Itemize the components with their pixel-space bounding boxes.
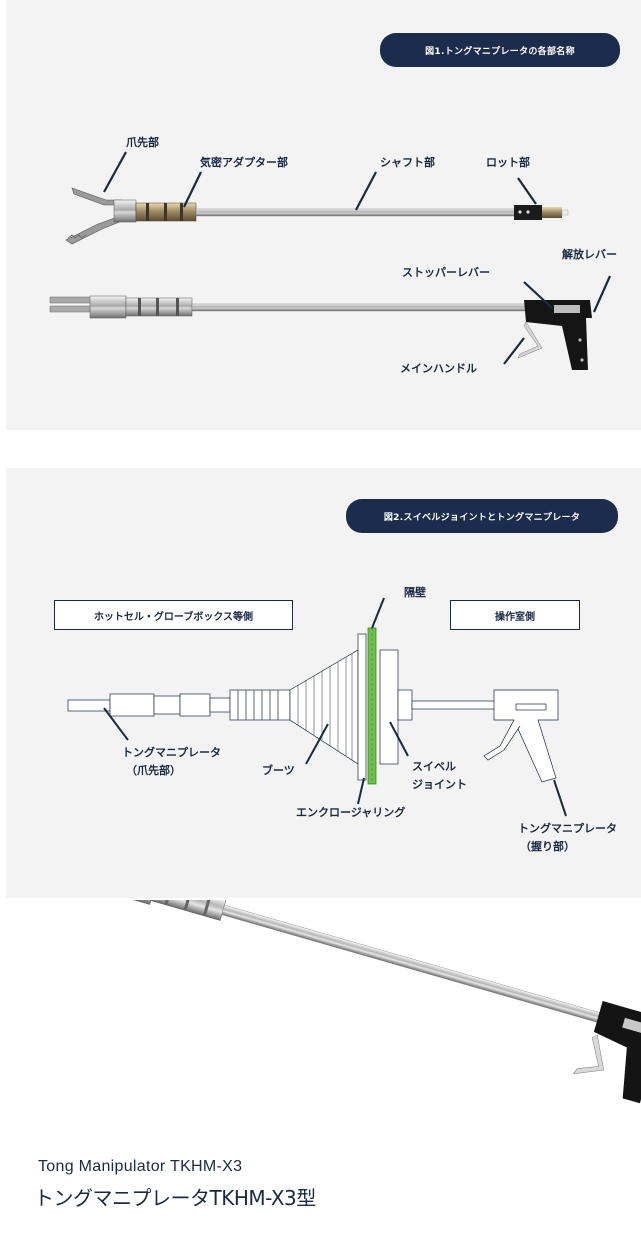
leader-swivel bbox=[389, 721, 409, 757]
tong-grip-shape bbox=[493, 689, 559, 783]
label-main-handle: メインハンドル bbox=[400, 362, 477, 375]
label-wall: 隔壁 bbox=[404, 585, 426, 599]
leader-claw bbox=[103, 151, 127, 193]
tong-upper-image bbox=[65, 187, 569, 245]
product-photo-panel bbox=[6, 900, 641, 1235]
figure2-panel: 図2.スイベルジョイントとトングマニプレータ ホットセル・グローブボックス等側 … bbox=[6, 468, 641, 898]
leader-handle bbox=[503, 337, 525, 365]
label-claw: 爪先部 bbox=[126, 135, 159, 149]
side-label-hot-cell: ホットセル・グローブボックス等側 bbox=[54, 600, 293, 630]
product-name-japanese: トングマニプレータTKHM-X3型 bbox=[34, 1186, 316, 1210]
label-tong-grip-line2: （握り部） bbox=[520, 839, 575, 853]
label-tong-tip-line1: トングマニプレータ bbox=[122, 745, 221, 759]
product-name-english: Tong Manipulator TKHM-X3 bbox=[38, 1158, 243, 1175]
leader-grip bbox=[553, 779, 567, 817]
leader-ring bbox=[357, 777, 365, 805]
label-stopper-lever: ストッパーレバー bbox=[402, 266, 490, 279]
leader-adapter bbox=[183, 171, 202, 208]
side-label-operation-room: 操作室側 bbox=[450, 600, 580, 630]
boots-shape bbox=[289, 649, 359, 765]
label-swivel-line2: ジョイント bbox=[412, 778, 467, 791]
leader-stopper bbox=[523, 281, 553, 309]
label-shaft: シャフト部 bbox=[380, 155, 435, 169]
leader-tong-tip bbox=[103, 707, 129, 741]
leader-release bbox=[592, 275, 612, 313]
label-boots: ブーツ bbox=[262, 763, 295, 777]
enclosure-ring-shape bbox=[357, 633, 367, 781]
leader-shaft bbox=[355, 171, 377, 211]
product-photo bbox=[122, 900, 641, 1104]
tong-tip-shape bbox=[67, 699, 111, 712]
label-tong-tip-line2: （爪先部） bbox=[126, 763, 181, 777]
figure1-illustration: 爪先部 気密アダプター部 シャフト部 ロット部 解放レバー ストッパーレバー メ… bbox=[49, 135, 617, 375]
tong-lower-image bbox=[49, 295, 592, 370]
leader-boots bbox=[305, 723, 329, 765]
label-enclosure-ring: エンクロージャリング bbox=[296, 805, 405, 819]
label-swivel-line1: スイベル bbox=[412, 760, 456, 773]
figure1-title: 図1.トングマニプレータの各部名称 bbox=[380, 33, 620, 67]
leader-wall bbox=[371, 597, 385, 629]
figure2-diagram: 隔壁 トングマニプレータ （爪先部） ブーツ スイベル ジョイント エンクロージ… bbox=[67, 585, 617, 853]
figure2-title: 図2.スイベルジョイントとトングマニプレータ bbox=[346, 499, 618, 533]
label-airtight-adapter: 気密アダプター部 bbox=[200, 155, 288, 169]
figure1-panel: 図1.トングマニプレータの各部名称 bbox=[6, 0, 641, 430]
label-release-lever: 解放レバー bbox=[562, 247, 617, 261]
label-rod: ロット部 bbox=[486, 155, 530, 169]
label-tong-grip-line1: トングマニプレータ bbox=[518, 821, 617, 835]
leader-rod bbox=[517, 177, 537, 205]
